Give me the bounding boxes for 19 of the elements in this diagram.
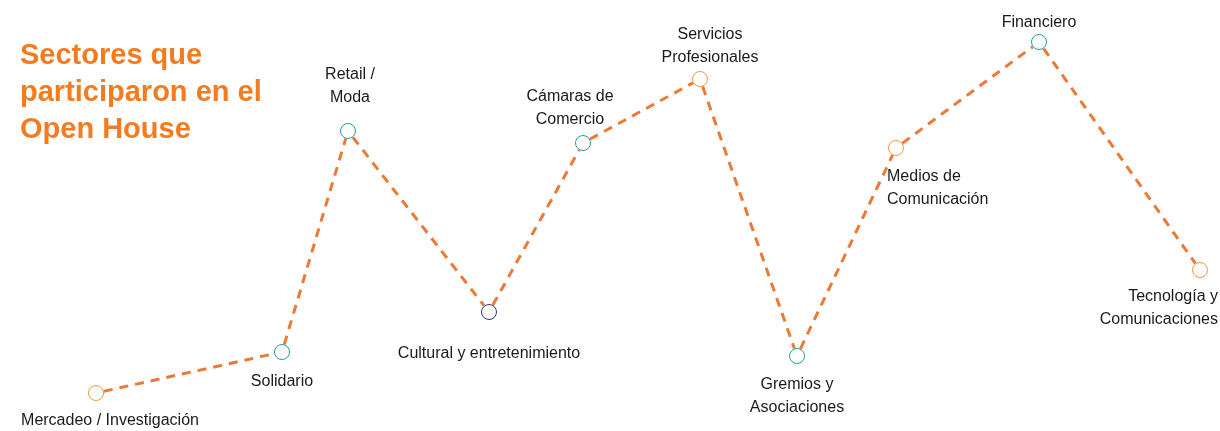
dashed-connector — [1042, 47, 1197, 265]
dashed-connector — [589, 81, 694, 141]
dashed-connector — [901, 45, 1034, 145]
sector-label: Financiero — [1000, 12, 1078, 32]
dashed-connector — [799, 154, 894, 350]
sector-label: Retail / Moda — [324, 64, 376, 107]
sector-label: Medios de Comunicación — [887, 166, 990, 209]
sector-label: Gremios y Asociaciones — [748, 374, 846, 417]
title: Sectores que participaron en el Open House — [20, 37, 263, 146]
sector-label: Solidario — [249, 371, 315, 391]
sector-label: Servicios Profesionales — [660, 24, 760, 67]
dashed-connector — [282, 138, 348, 345]
sector-label: Cámaras de Comercio — [525, 86, 615, 129]
sector-label: Tecnología y Comunicaciones — [1098, 286, 1218, 329]
sector-label: Cultural y entretenimiento — [396, 343, 582, 363]
dashed-connector — [351, 136, 486, 307]
sector-label: Mercadeo / Investigación — [20, 410, 200, 430]
dashed-connector — [491, 149, 581, 306]
dashed-connector — [701, 86, 796, 349]
